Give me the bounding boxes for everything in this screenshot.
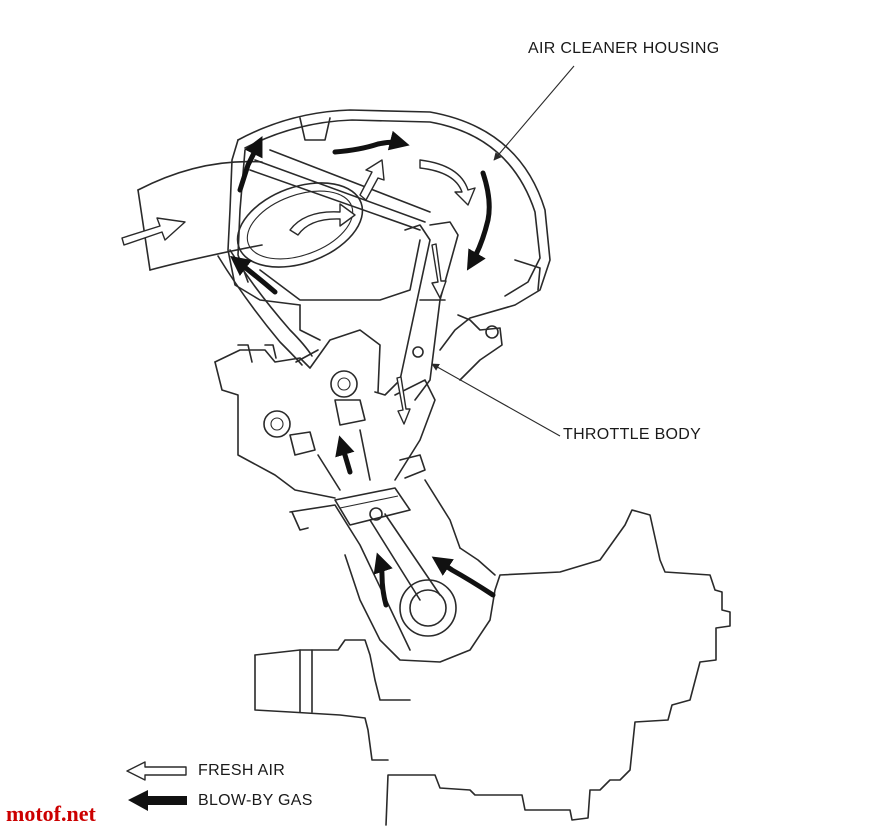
air-cleaner-housing	[227, 109, 551, 351]
air-filter-element	[236, 149, 431, 341]
fresh-air-legend-arrow	[126, 761, 187, 781]
crankcase	[254, 509, 731, 826]
cylinder-head	[214, 329, 436, 499]
fresh-air-flow-arrows	[121, 159, 476, 425]
throttle-body-label: THROTTLE BODY	[563, 426, 702, 443]
leader-lines	[431, 65, 575, 437]
blow-by-flow-arrows	[230, 130, 496, 608]
legend-fresh-air-label: FRESH AIR	[198, 762, 286, 779]
breather-tube	[217, 249, 319, 366]
blow-by-legend-arrow	[128, 790, 187, 811]
throttle-body	[374, 221, 503, 401]
air-cleaner-housing-label: AIR CLEANER HOUSING	[528, 40, 720, 57]
watermark-text: motof.net	[6, 801, 96, 826]
legend-blow-by-gas-label: BLOW-BY GAS	[198, 792, 313, 809]
legend-arrows	[126, 761, 187, 811]
